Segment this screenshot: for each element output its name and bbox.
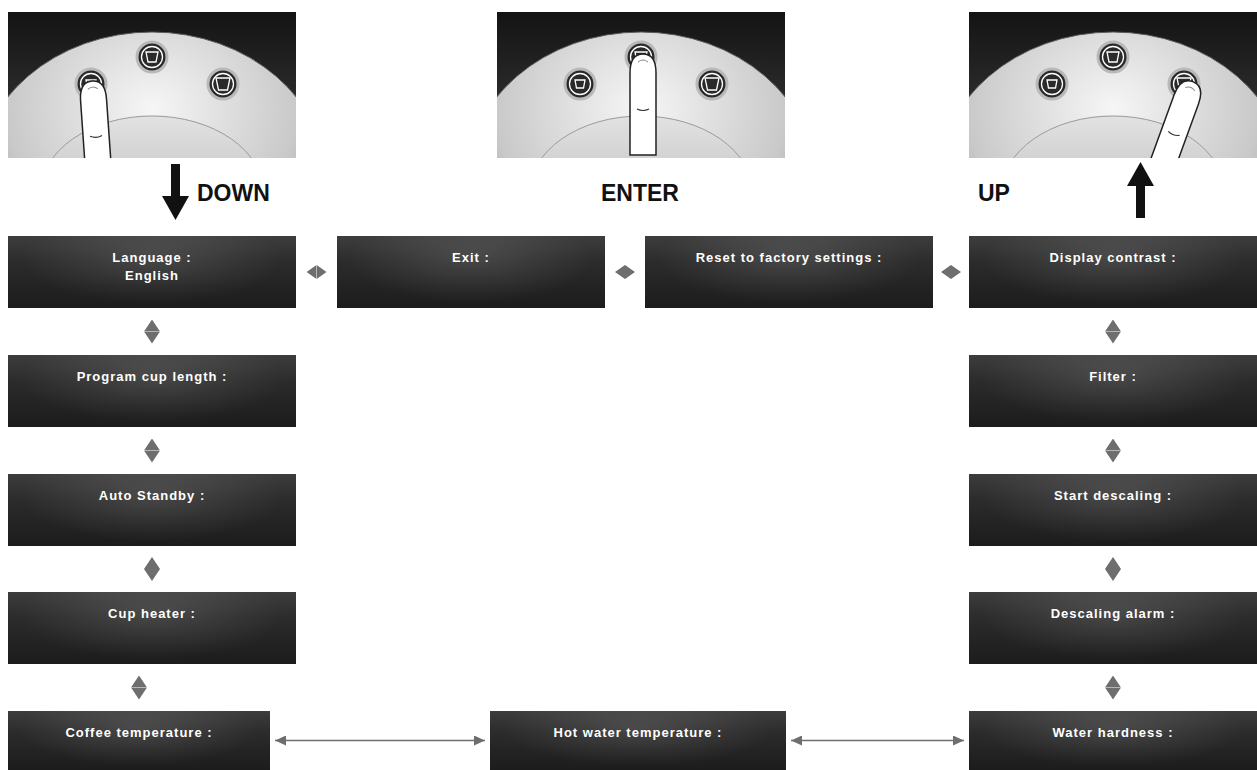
navigation-connector xyxy=(791,740,964,742)
button-press-illustration xyxy=(0,12,328,336)
menu-screen: Display contrast : xyxy=(969,236,1257,308)
menu-text: Auto Standby : xyxy=(99,487,205,505)
menu-text: Reset to factory settings : xyxy=(696,249,883,267)
menu-text: Exit : xyxy=(452,249,490,267)
menu-screen: Coffee temperature : xyxy=(8,711,270,770)
navigation-connector xyxy=(941,272,961,273)
navigation-connector xyxy=(152,320,153,344)
button-press-illustration xyxy=(937,12,1257,336)
menu-text: Water hardness : xyxy=(1053,724,1174,742)
navigation-connector xyxy=(139,676,140,700)
button-label: DOWN xyxy=(197,180,270,206)
menu-screen: Exit : xyxy=(337,236,605,308)
navigation-connector xyxy=(1113,676,1114,700)
menu-screen: Water hardness : xyxy=(969,711,1257,770)
menu-text: English xyxy=(125,267,179,285)
button-label: UP xyxy=(978,180,1010,206)
menu-screen: Hot water temperature : xyxy=(490,711,786,770)
menu-text: Cup heater : xyxy=(108,605,196,623)
menu-screen: Cup heater : xyxy=(8,592,296,664)
menu-text: Coffee temperature : xyxy=(65,724,212,742)
navigation-connector xyxy=(615,272,635,273)
navigation-connector xyxy=(152,557,153,581)
menu-text: Language : xyxy=(112,249,191,267)
navigation-connector xyxy=(307,272,327,273)
menu-screen: Reset to factory settings : xyxy=(645,236,933,308)
navigation-connector xyxy=(152,439,153,463)
menu-text: Display contrast : xyxy=(1049,249,1176,267)
menu-screen: Auto Standby : xyxy=(8,474,296,546)
menu-text: Start descaling : xyxy=(1054,487,1172,505)
menu-text: Program cup length : xyxy=(77,368,228,386)
button-label: ENTER xyxy=(601,180,679,206)
menu-screen: Descaling alarm : xyxy=(969,592,1257,664)
navigation-connector xyxy=(1113,557,1114,581)
navigation-connector xyxy=(1113,439,1114,463)
menu-screen: Start descaling : xyxy=(969,474,1257,546)
menu-text: Hot water temperature : xyxy=(554,724,723,742)
menu-screen: Program cup length : xyxy=(8,355,296,427)
navigation-connector xyxy=(1113,320,1114,344)
up-arrow xyxy=(1127,162,1154,218)
navigation-connector xyxy=(275,740,485,742)
menu-text: Filter : xyxy=(1089,368,1137,386)
menu-text: Descaling alarm : xyxy=(1051,605,1176,623)
menu-screen: Filter : xyxy=(969,355,1257,427)
menu-screen: Language :English xyxy=(8,236,296,308)
down-arrow xyxy=(162,164,189,220)
